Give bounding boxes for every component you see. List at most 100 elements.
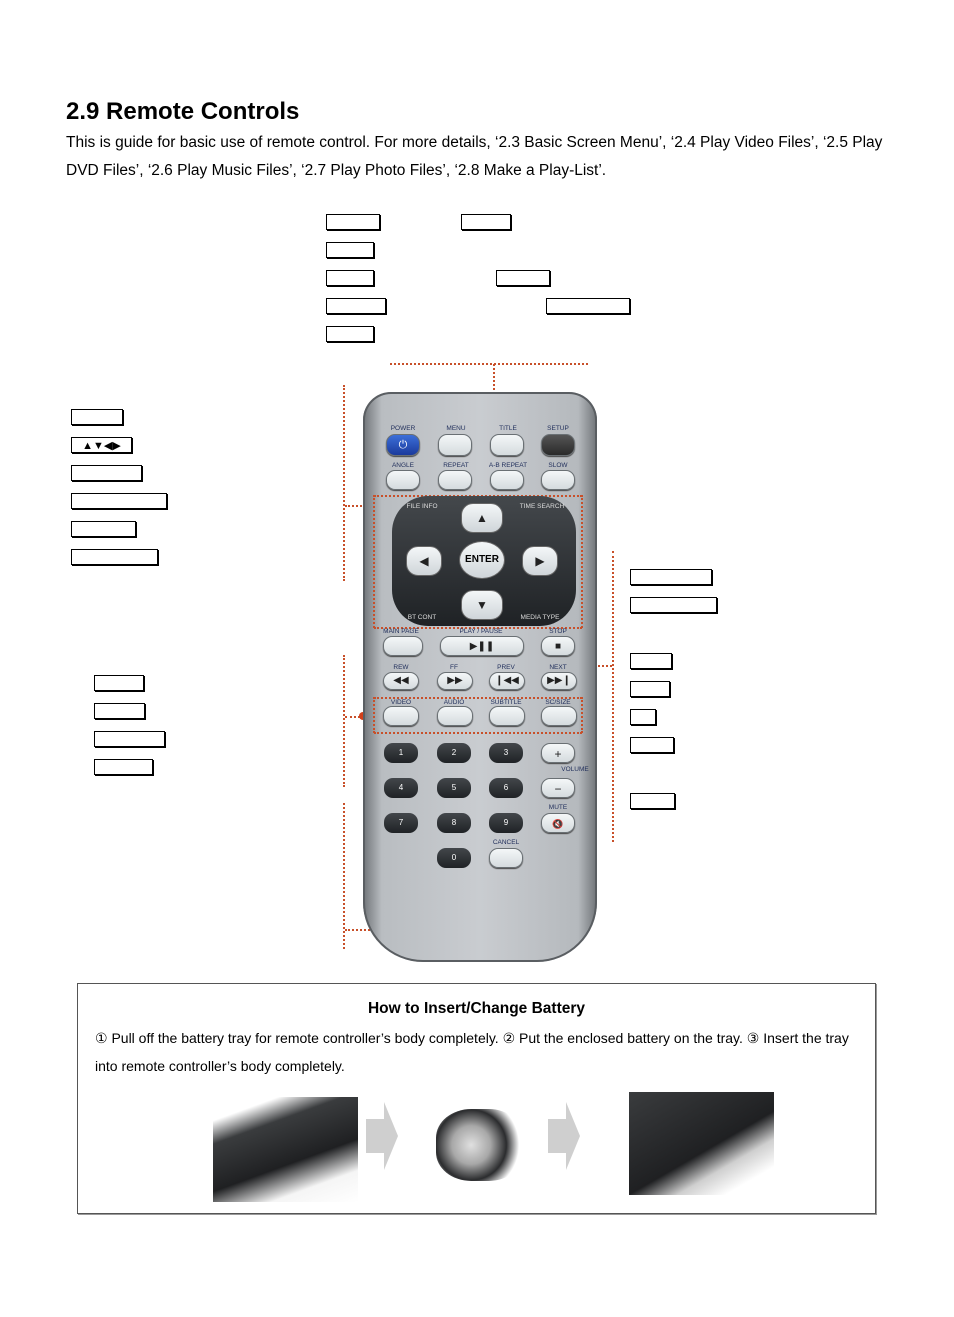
battery-text: ① Pull off the battery tray for remote c…	[95, 1030, 849, 1074]
highlight-outline	[581, 697, 583, 733]
leader-line	[493, 364, 495, 402]
right-arrow-button[interactable]: ▶	[522, 546, 558, 576]
label-box	[71, 521, 136, 537]
number-button[interactable]: 6	[489, 778, 523, 798]
label-box	[326, 298, 386, 314]
battery-instructions: How to Insert/Change Battery ① Pull off …	[77, 983, 876, 1214]
section-title: 2.9 Remote Controls	[66, 98, 300, 125]
button-caption: MUTE	[548, 804, 568, 811]
button-caption: MEDIA TYPE	[520, 614, 560, 621]
leader-line	[594, 665, 612, 667]
label-box	[630, 793, 675, 809]
cancel-button[interactable]	[489, 848, 523, 868]
menu-button[interactable]	[438, 434, 472, 456]
number-button[interactable]: 3	[489, 743, 523, 763]
step-arrow-icon	[366, 1119, 384, 1153]
label-box	[326, 242, 374, 258]
video-button[interactable]	[383, 706, 419, 726]
button-caption: TITLE	[499, 425, 517, 432]
volume-down-button[interactable]: −	[541, 778, 575, 798]
battery-step-2-photo	[436, 1109, 524, 1181]
label-box	[630, 737, 674, 753]
screen-size-button[interactable]	[541, 706, 577, 726]
rewind-button[interactable]: ◀◀	[383, 672, 419, 690]
button-caption: POWER	[390, 425, 416, 432]
label-box	[630, 597, 717, 613]
number-button[interactable]: 8	[437, 813, 471, 833]
mute-button[interactable]: 🔇	[541, 813, 575, 833]
button-caption: SC/SIZE	[545, 699, 571, 706]
button-caption: TIME SEARCH	[519, 503, 565, 510]
stop-button[interactable]: ■	[541, 636, 575, 656]
highlight-outline	[373, 495, 375, 628]
leader-line	[345, 716, 360, 718]
label-box	[94, 759, 153, 775]
title-button[interactable]	[490, 434, 524, 456]
label-box	[326, 326, 374, 342]
label-box	[630, 653, 672, 669]
button-caption: PLAY / PAUSE	[459, 628, 503, 635]
down-arrow-button[interactable]: ▼	[461, 590, 503, 620]
power-button[interactable]: ⏻	[386, 434, 420, 456]
audio-button[interactable]	[437, 706, 473, 726]
leader-line	[345, 505, 365, 507]
label-box	[94, 703, 145, 719]
number-button[interactable]: 0	[437, 848, 471, 868]
main-page-button[interactable]	[383, 636, 423, 656]
leader-line	[343, 803, 345, 949]
number-button[interactable]: 9	[489, 813, 523, 833]
button-caption: VOLUME	[561, 766, 589, 773]
leader-line	[343, 385, 345, 581]
intro-paragraph: This is guide for basic use of remote co…	[66, 134, 883, 179]
button-caption: BT CONT	[407, 614, 437, 621]
volume-up-button[interactable]: +	[541, 743, 575, 763]
battery-title: How to Insert/Change Battery	[367, 1000, 586, 1017]
angle-button[interactable]	[386, 470, 420, 490]
number-button[interactable]: 1	[384, 743, 418, 763]
ab-repeat-button[interactable]	[490, 470, 524, 490]
label-box	[496, 270, 550, 286]
button-caption: VIDEO	[390, 699, 412, 706]
slow-button[interactable]	[541, 470, 575, 490]
prev-button[interactable]: ❙◀◀	[489, 672, 525, 690]
enter-button[interactable]: ENTER	[459, 541, 505, 579]
next-button[interactable]: ▶▶❙	[541, 672, 577, 690]
button-caption: FILE INFO	[406, 503, 438, 510]
label-box	[630, 569, 712, 585]
button-caption: STOP	[549, 628, 567, 635]
battery-step-1-photo	[213, 1097, 358, 1202]
step-arrow-icon	[384, 1102, 398, 1170]
label-box	[71, 465, 142, 481]
label-box	[94, 731, 165, 747]
label-box	[71, 493, 167, 509]
label-box	[326, 214, 380, 230]
play-pause-button[interactable]: ▶❚❚	[440, 636, 524, 656]
setup-button[interactable]	[541, 434, 575, 456]
highlight-outline	[374, 627, 582, 629]
button-caption: CANCEL	[492, 839, 520, 846]
label-box	[461, 214, 511, 230]
highlight-outline	[373, 697, 375, 733]
label-box	[71, 409, 123, 425]
highlight-outline	[374, 732, 582, 734]
label-box	[630, 681, 670, 697]
number-button[interactable]: 5	[437, 778, 471, 798]
button-caption: NEXT	[549, 664, 567, 671]
label-box	[94, 675, 144, 691]
leader-line	[343, 655, 345, 787]
label-box	[630, 709, 656, 725]
number-button[interactable]: 4	[384, 778, 418, 798]
button-caption: MAIN PAGE	[383, 628, 419, 635]
battery-step-3-photo	[629, 1092, 774, 1195]
up-arrow-button[interactable]: ▲	[461, 503, 503, 533]
left-arrow-button[interactable]: ◀	[406, 546, 442, 576]
highlight-outline	[374, 697, 582, 699]
number-button[interactable]: 2	[437, 743, 471, 763]
number-button[interactable]: 7	[384, 813, 418, 833]
button-caption: SUBTITLE	[490, 699, 522, 706]
fast-forward-button[interactable]: ▶▶	[437, 672, 473, 690]
button-caption: FF	[450, 664, 458, 671]
subtitle-button[interactable]	[489, 706, 525, 726]
button-caption: SETUP	[547, 425, 569, 432]
repeat-button[interactable]	[438, 470, 472, 490]
